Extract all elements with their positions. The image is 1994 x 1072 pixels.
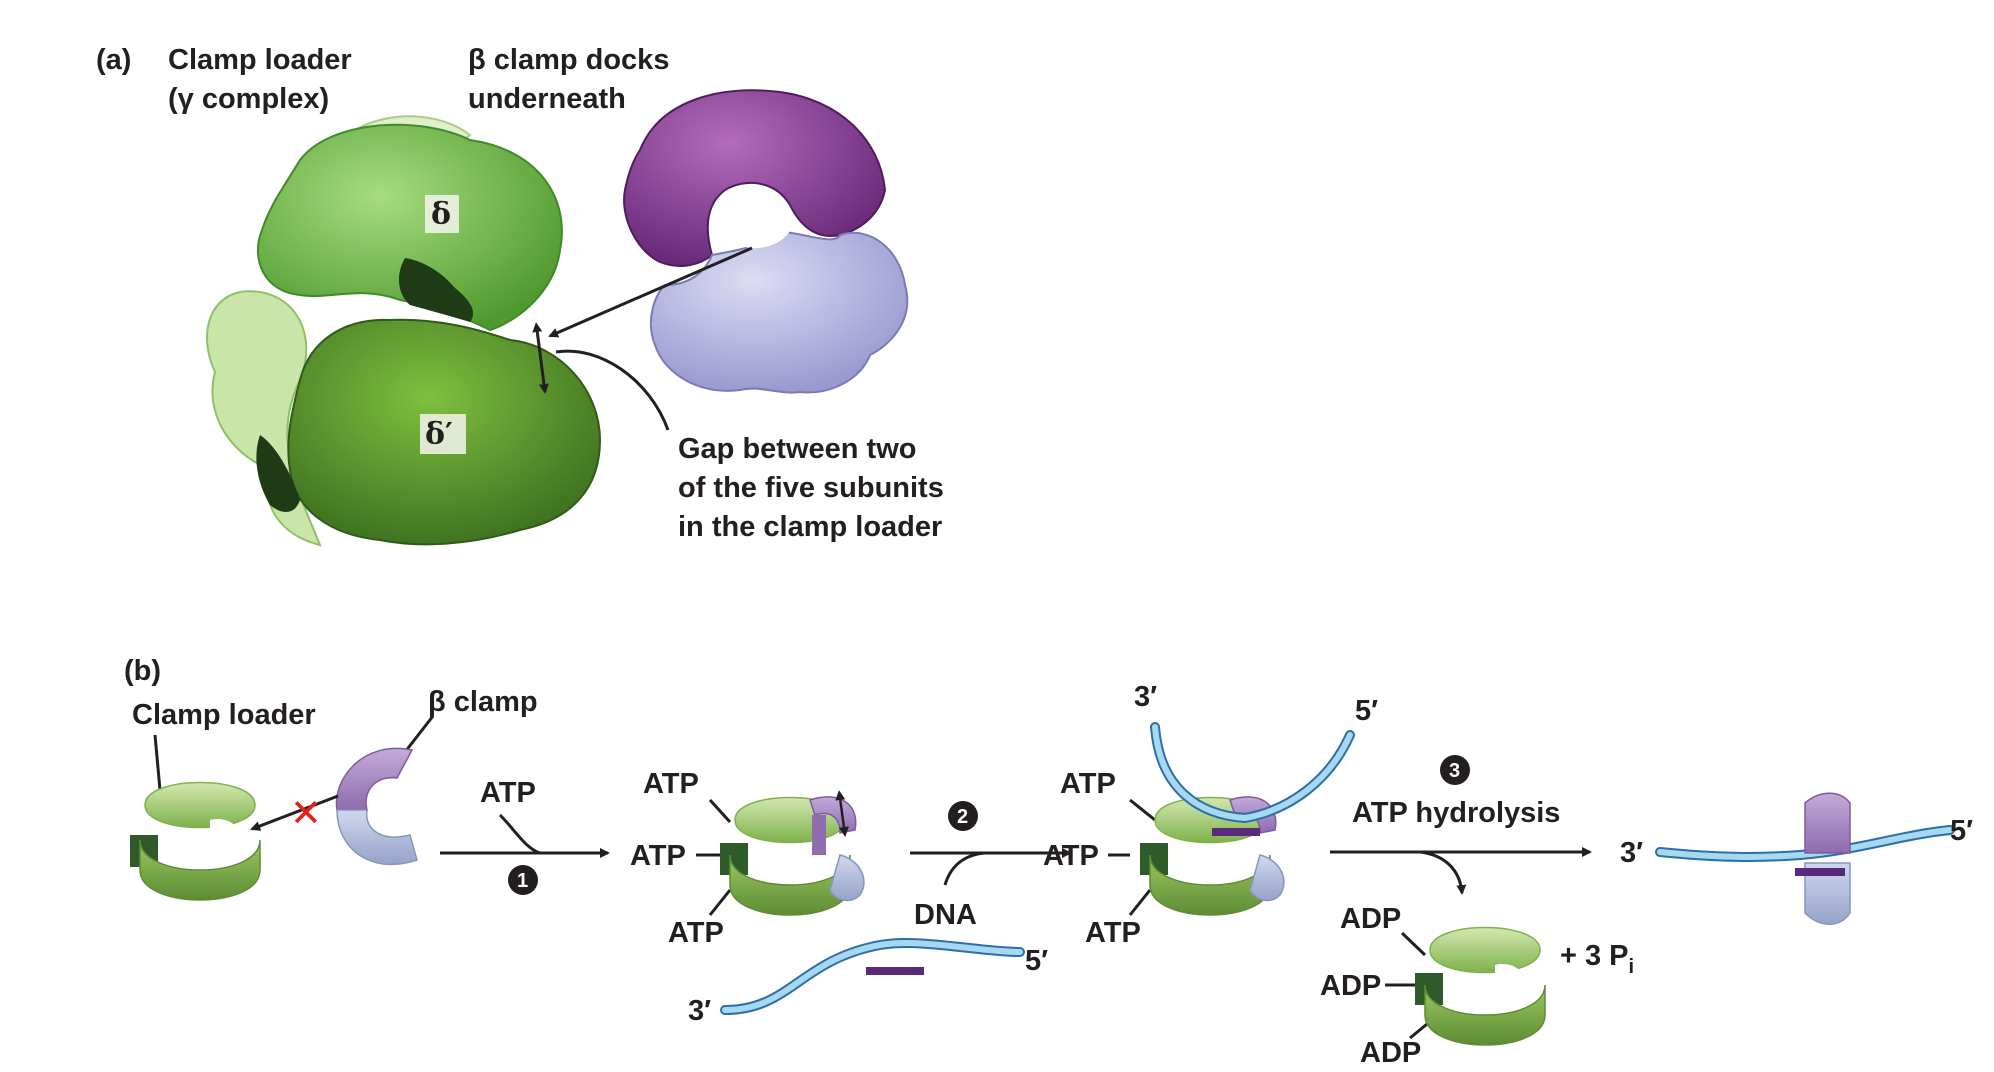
free-dna-strand-fill (722, 940, 1023, 1013)
panel-b-tag: (b) (124, 655, 161, 687)
adp-top: ADP (1340, 903, 1401, 935)
step2-dna-label: DNA (914, 899, 977, 931)
clamp-on-dna-primer (1795, 868, 1845, 876)
clamp-on-dna-bottom (1804, 862, 1851, 925)
beta-clamp-purple-half (623, 89, 887, 267)
adp-mid: ADP (1320, 970, 1381, 1002)
free-dna-primer (866, 967, 924, 975)
state2-atp-top: ATP (643, 768, 699, 800)
delta-prime-label-box (420, 414, 466, 454)
step1-atp-label: ATP (480, 777, 536, 809)
beta-clamp-label: β clamp (428, 686, 538, 718)
step1-badge (508, 865, 538, 895)
beta-clamp-surface (623, 89, 909, 394)
blocked-binding-arrow (250, 794, 339, 831)
state3-5prime: 5′ (1355, 695, 1378, 727)
clamp-bar-left (812, 815, 826, 855)
final-5prime: 5′ (1950, 815, 1973, 847)
beta-clamp-on-dna (1795, 792, 1851, 925)
clamp-loader-title-line2: (γ complex) (168, 83, 329, 115)
state3-atp-mid: ATP (1043, 840, 1099, 872)
step1-input-curve (498, 813, 541, 855)
step3-label: ATP hydrolysis (1352, 797, 1560, 829)
loader-mouth (210, 819, 241, 847)
bound-dna-strand-fill (1152, 724, 1353, 822)
loader-ring-top (144, 781, 256, 829)
dark-cleft (398, 258, 474, 322)
state2-atp-bottom: ATP (668, 917, 724, 949)
loader-mouth (1495, 964, 1526, 992)
state3-atp-top-pointer (1129, 798, 1156, 822)
beta-clamp-hole (722, 193, 794, 249)
state2-atp-bottom-pointer (708, 889, 732, 916)
blocked-x-mark: ✕ (290, 791, 322, 835)
delta-label: δ (431, 197, 451, 232)
dark-cleft-lower (256, 435, 300, 512)
bound-dna-primer (1212, 828, 1260, 836)
gap-double-arrow (532, 322, 549, 394)
panel-a-tag: (a) (96, 44, 131, 76)
delta-subunit (257, 123, 563, 332)
state2-open-arrow (835, 790, 849, 837)
clamp-on-dna-top (1804, 792, 1851, 854)
loader-ring-bottom (139, 839, 261, 901)
gap-label-line1: Gap between two (678, 433, 916, 465)
adp-top-pointer (1400, 931, 1427, 957)
loader-ring-top (1429, 926, 1541, 974)
clamp-top-half (335, 747, 414, 811)
step2-input-curve (943, 851, 986, 886)
loader-ring-bottom (1424, 984, 1546, 1046)
state2-atp-mid: ATP (630, 840, 686, 872)
state3-atp-bottom: ATP (1085, 917, 1141, 949)
state3-atp-bottom-pointer (1128, 889, 1152, 916)
clamp-bottom-half (829, 854, 865, 902)
beta-docks-label-line1: β clamp docks (468, 44, 669, 76)
panel-b: (b) Clamp loader β clamp ✕ ATP 1 ATP ATP (124, 655, 1973, 1069)
beta-clamp-pointer (403, 715, 435, 753)
state3-atp-top: ATP (1060, 768, 1116, 800)
beta-docks-label-line2: underneath (468, 83, 626, 115)
clamp-loader-label: Clamp loader (132, 699, 316, 731)
clamp-loader-model-1 (130, 781, 261, 901)
clamp-loader-title-line1: Clamp loader (168, 44, 352, 76)
delta-prime-label: δ′ (425, 417, 453, 452)
delta-label-box (425, 195, 459, 233)
final-3prime: 3′ (1620, 837, 1643, 869)
clamp-bottom-half (336, 809, 418, 866)
step1-number: 1 (517, 870, 528, 892)
pi-subscript: i (1629, 956, 1635, 978)
clamp-loader-pointer (153, 734, 162, 791)
beta-clamp-lavender-half (649, 230, 909, 394)
step2-badge (948, 801, 978, 831)
gamma-complex-surface: δ δ′ (206, 115, 602, 547)
adp-bottom: ADP (1360, 1037, 1421, 1069)
docking-arrow (548, 246, 753, 338)
clamp-loader-model-4 (1415, 926, 1546, 1046)
beta-clamp-model-1 (335, 747, 418, 866)
pi-label: + 3 Pi (1560, 940, 1634, 978)
free-dna-5prime: 5′ (1025, 945, 1048, 977)
gap-label-line2: of the five subunits (678, 472, 944, 504)
clamp-bottom-half (1249, 854, 1285, 902)
state3-3prime: 3′ (1134, 681, 1157, 713)
gap-label-line3: in the clamp loader (678, 511, 942, 543)
gap-callout-line (555, 349, 670, 431)
step2-number: 2 (957, 806, 968, 828)
step3-number: 3 (1449, 760, 1460, 782)
panel-a: (a) Clamp loader (γ complex) β clamp doc… (96, 44, 944, 547)
pi-label-main: + 3 P (1560, 940, 1629, 972)
step3-output-curve (1419, 850, 1467, 895)
free-dna-3prime: 3′ (688, 995, 711, 1027)
final-dna-strand-fill (1657, 827, 1953, 860)
state2-atp-top-pointer (708, 798, 732, 824)
step3-badge (1440, 755, 1470, 785)
